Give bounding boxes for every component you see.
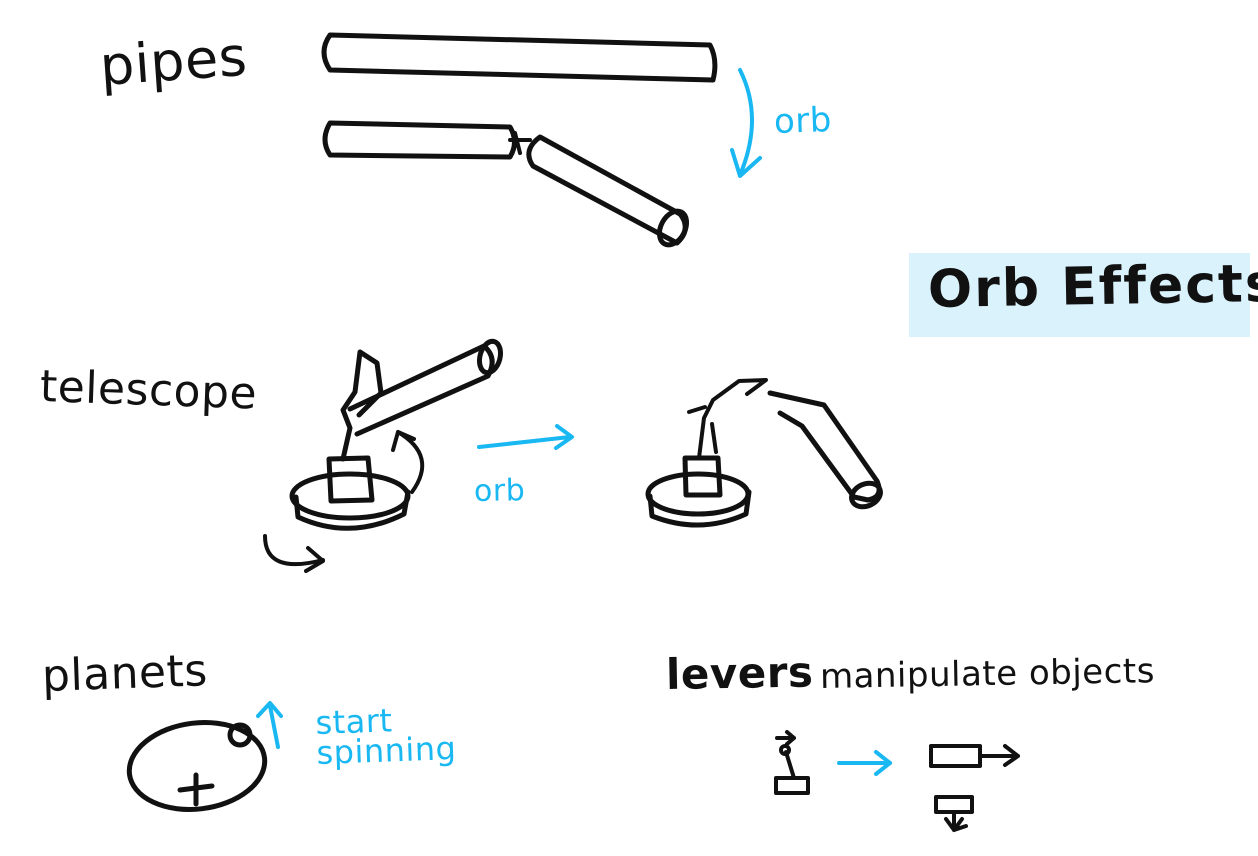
telescope-base-side [293,489,411,531]
lever-object-top-arrow [978,744,1020,767]
planets-spin-arrowhead [256,701,283,718]
planets-sun-cross [177,772,215,807]
telescope-base-top [289,471,411,521]
pipe-bottom-left [322,120,517,160]
telescope-rotate-arrow-left [263,534,325,567]
telescope-after-support [687,378,768,460]
telescope-after-tube-end [849,480,883,510]
levers-effect-arrowhead [874,750,892,776]
planets-orbit [126,720,268,812]
telescope-orb-arrow [477,435,572,449]
telescope-rotate-arrowhead-right [391,430,416,452]
pipes-orb-arrowhead [730,148,762,178]
pipe-joint [508,131,532,155]
telescope-orb-arrowhead [554,424,574,450]
lever-object-bottom [934,795,974,814]
telescope-rotate-arrowhead-left [304,546,325,573]
pipes-orb-arrow [738,68,754,177]
telescope-after-base-side [647,489,752,528]
pipe-end-opening [656,208,690,248]
pipe-top [321,32,718,83]
telescope-support [340,349,384,462]
planets-small-planet [227,722,253,748]
title-highlight [909,253,1250,337]
lever-base [774,776,810,795]
telescope-after-body [682,455,723,498]
lever-stem [784,750,796,780]
planets-spin-arrow [268,704,280,749]
telescope-body [326,455,375,504]
lever-object-bottom-arrow [944,810,968,832]
lever-top-arrow [775,730,796,746]
lever-object-top [929,744,982,768]
lever-knob [779,744,791,756]
telescope-tube-end [476,338,504,376]
